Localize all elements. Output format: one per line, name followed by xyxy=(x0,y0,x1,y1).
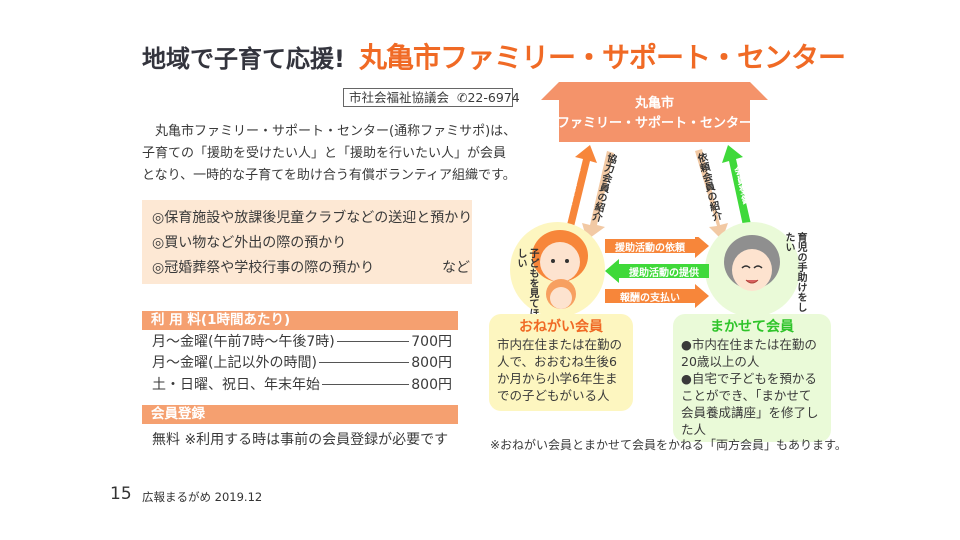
title-row: 地域で子育て応援! 丸亀市ファミリー・サポート・センター xyxy=(142,36,846,76)
arrow-right-down xyxy=(695,149,728,240)
intro-paragraph: 丸亀市ファミリー・サポート・センター(通称ファミサポ)は、 子育ての「援助を受け… xyxy=(142,121,532,187)
intro-line: 丸亀市ファミリー・サポート・センター(通称ファミサポ)は、 xyxy=(155,124,517,139)
arrow-payment-label: 報酬の支払い xyxy=(620,293,680,304)
phone-icon: ✆ xyxy=(453,90,468,105)
center-label-line2: ファミリー・サポート・センター xyxy=(556,116,752,131)
contact-phone: 22-6974 xyxy=(467,90,520,105)
fee-label: 月〜金曜(午前7時〜午後7時) xyxy=(152,334,335,350)
arrow-left-down xyxy=(582,151,614,240)
onegai-text: 市内在住または在勤の人で、おおむね生後6か月から小学6年生までの子どもがいる人 xyxy=(497,337,623,403)
onegai-member-card: おねがい会員 市内在住または在勤の人で、おおむね生後6か月から小学6年生までの子… xyxy=(489,314,633,411)
onegai-title: おねがい会員 xyxy=(519,319,603,335)
leader-line xyxy=(336,340,410,342)
arrow-request-shape xyxy=(605,237,709,258)
grandmother-illustration xyxy=(724,235,780,291)
contact-org: 市社会福祉協議会 xyxy=(349,90,450,105)
makasete-item: ●市内在住または在勤の20歳以上の人 xyxy=(681,337,817,369)
arrow-provide-label: 援助活動の提供 xyxy=(629,268,699,279)
diagonal-arrows xyxy=(565,145,753,240)
helper-caption: 育児の手助けをしたい xyxy=(783,232,806,312)
fee-row: 月〜金曜(午前7時〜午後7時) 700円 xyxy=(152,331,452,351)
services-box: ◎保育施設や放課後児童クラブなどの送迎と預かり ◎買い物など外出の際の預かり ◎… xyxy=(142,200,472,284)
publication-name: 広報まるがめ 2019.12 xyxy=(142,490,263,504)
fee-label: 月〜金曜(上記以外の時間) xyxy=(152,355,317,371)
horizontal-arrows xyxy=(605,237,709,308)
fee-price: 800円 xyxy=(411,355,452,371)
fee-price: 800円 xyxy=(411,377,452,393)
registration-heading: 会員登録 xyxy=(142,405,458,424)
service-item-text: ◎冠婚葬祭や学校行事の際の預かり xyxy=(152,260,375,276)
diagram-footnote: ※おねがい会員とまかせて会員をかねる「両方会員」もあります。 xyxy=(490,438,847,452)
fees-heading: 利 用 料(1時間あたり) xyxy=(142,311,458,330)
page-title-lead: 地域で子育て応援! xyxy=(142,45,345,73)
contact-box: 市社会福祉協議会 ✆22-6974 xyxy=(343,88,520,107)
service-item: ◎買い物など外出の際の預かり xyxy=(152,235,347,251)
services-etc: など xyxy=(442,260,470,276)
arrow-right-up xyxy=(722,145,753,235)
fee-row: 土・日曜、祝日、年末年始 800円 xyxy=(152,374,452,394)
center-label: 丸亀市 ファミリー・サポート・センター xyxy=(541,94,768,134)
arrow-request-label: 援助活動の依頼 xyxy=(615,243,685,254)
registration-text: 無料 ※利用する時は事前の会員登録が必要です xyxy=(152,432,449,448)
leader-line xyxy=(322,383,410,385)
arrow-left-up xyxy=(565,145,597,235)
page-title: 丸亀市ファミリー・サポート・センター xyxy=(358,41,846,74)
fee-label: 土・日曜、祝日、年末年始 xyxy=(152,377,320,393)
makasete-item: ●自宅で子どもを預かることができ、「まかせて会員養成講座」を修了した人 xyxy=(681,371,819,437)
arrow-payment-shape xyxy=(605,284,709,308)
intro-line: 子育ての「援助を受けたい人」と「援助を行いたい人」が会員 xyxy=(142,146,507,161)
center-label-line1: 丸亀市 xyxy=(634,96,674,111)
fee-price: 700円 xyxy=(411,334,452,350)
center-house-shape xyxy=(541,82,768,142)
mother-child-illustration xyxy=(532,230,588,309)
makasete-title: まかせて会員 xyxy=(710,319,794,335)
leader-line xyxy=(318,361,410,363)
service-item: ◎保育施設や放課後児童クラブなどの送迎と預かり xyxy=(152,210,473,226)
service-item: ◎冠婚葬祭や学校行事の際の預かり など xyxy=(152,256,472,281)
page-number: 15 xyxy=(110,484,132,504)
arrow-provide-shape xyxy=(605,259,709,283)
intro-line: となり、一時的な子育てを助け合う有償ボランティア組織です。 xyxy=(142,168,516,183)
fee-row: 月〜金曜(上記以外の時間) 800円 xyxy=(152,352,452,372)
makasete-member-card: まかせて会員 ●市内在住または在勤の20歳以上の人 ●自宅で子どもを預かることが… xyxy=(673,314,831,442)
parent-caption: 子どもを見てほしい xyxy=(515,248,538,318)
